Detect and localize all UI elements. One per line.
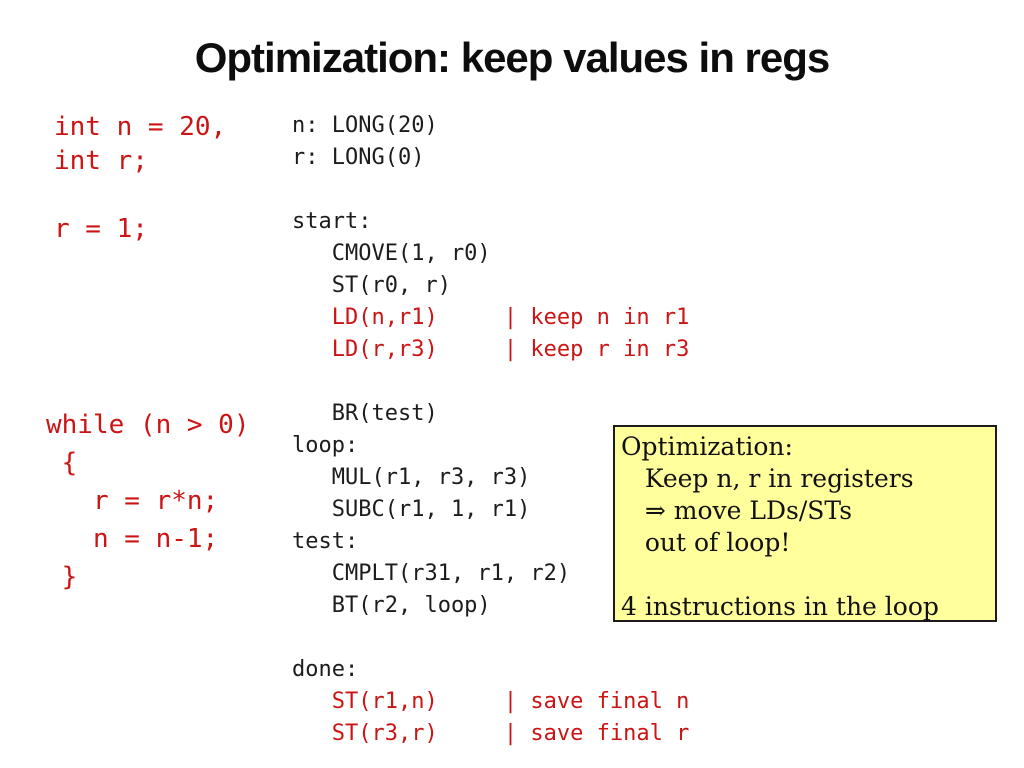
asm-line: BT(r2, loop) — [292, 593, 491, 618]
asm-line — [292, 622, 689, 654]
c-code-while-loop: while (n > 0) { r = r*n; n = n-1; } — [46, 406, 250, 596]
asm-line: SUBC(r1, 1, r1) — [292, 497, 531, 522]
c-code-line: r = r*n; — [46, 486, 219, 516]
asm-line: ST(r3,r) | save final r — [292, 721, 690, 746]
asm-line: done: — [292, 657, 359, 682]
c-code-line: { — [46, 448, 78, 478]
c-code-declarations: int n = 20, int r; r = 1; — [54, 110, 226, 246]
asm-line: r: LONG(0) — [292, 145, 425, 170]
note-line: Optimization: — [621, 432, 793, 461]
asm-line: CMPLT(r31, r1, r2) — [292, 561, 571, 586]
c-code-line: while (n > 0) — [46, 410, 250, 440]
note-line: out of loop! — [621, 528, 791, 557]
slide-title: Optimization: keep values in regs — [194, 34, 831, 81]
asm-line: n: LONG(20) — [292, 113, 438, 138]
asm-line: test: — [292, 529, 359, 554]
asm-line: start: — [292, 209, 372, 234]
c-code-line: n = n-1; — [46, 524, 219, 554]
note-line — [621, 559, 989, 591]
c-code-line: int n = 20, — [54, 112, 227, 142]
assembly-listing: n: LONG(20) r: LONG(0) start: CMOVE(1, r0… — [292, 110, 689, 750]
asm-line: ST(r1,n) | save final n — [292, 689, 690, 714]
asm-line: MUL(r1, r3, r3) — [292, 465, 531, 490]
asm-line — [292, 366, 689, 398]
optimization-note-box: Optimization: Keep n, r in registers ⇒ m… — [613, 425, 997, 622]
asm-line: LD(r,r3) | keep r in r3 — [292, 337, 690, 362]
c-code-line — [54, 178, 226, 212]
c-code-line: } — [46, 562, 78, 592]
c-code-line: r = 1; — [54, 214, 148, 244]
c-code-line: int r; — [54, 146, 148, 176]
asm-line: CMOVE(1, r0) — [292, 241, 491, 266]
note-line: ⇒ move LDs/STs — [621, 496, 853, 525]
asm-line: ST(r0, r) — [292, 273, 451, 298]
asm-line — [292, 174, 689, 206]
asm-line: BR(test) — [292, 401, 438, 426]
asm-line: LD(n,r1) | keep n in r1 — [292, 305, 690, 330]
note-line: 4 instructions in the loop — [621, 592, 939, 621]
note-line: Keep n, r in registers — [621, 464, 914, 493]
asm-line: loop: — [292, 433, 359, 458]
